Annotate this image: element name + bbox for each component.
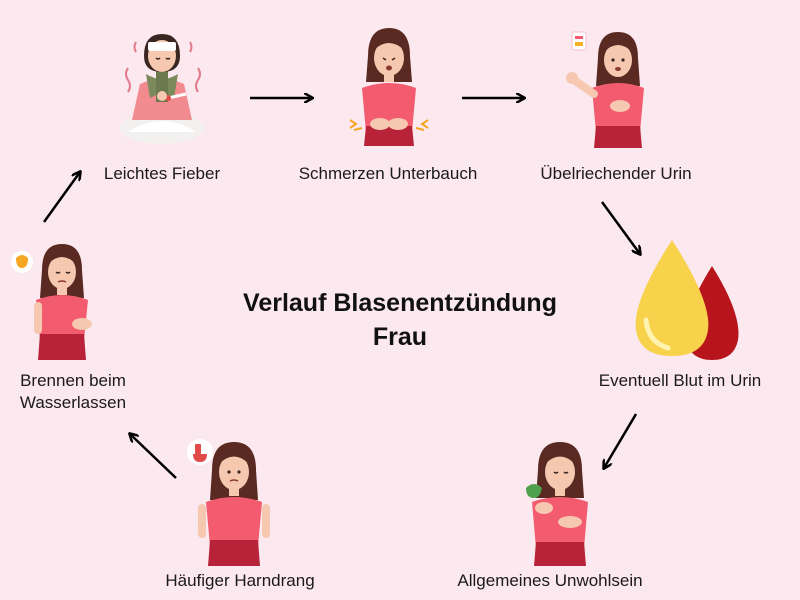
step-label-burning-line2: Wasserlassen <box>19 393 127 412</box>
arrow-urge-to-burning <box>130 434 177 479</box>
fever-woman-thermometer-icon <box>120 34 204 144</box>
step-label-urine-smell: Übelriechender Urin <box>540 164 692 183</box>
woman-toilet-urge-icon <box>187 439 270 566</box>
step-label-blood: Eventuell Blut im Urin <box>598 371 762 390</box>
arrow-burning-to-fever <box>42 172 80 223</box>
arrow-urine-to-blood <box>600 201 640 254</box>
step-label-pain: Schmerzen Unterbauch <box>298 164 478 183</box>
woman-burning-bladder-icon <box>11 244 92 360</box>
step-label-fever: Leichtes Fieber <box>103 164 221 183</box>
title-line1: Verlauf Blasenentzündung <box>243 289 557 317</box>
woman-nausea-icon <box>526 442 588 566</box>
arrow-blood-to-unwell <box>604 413 638 468</box>
step-label-urge: Häufiger Harndrang <box>165 571 315 590</box>
title-line2: Frau <box>372 323 428 351</box>
woman-abdominal-pain-icon <box>349 28 429 146</box>
step-label-burning: Brennen beim Wasserlassen <box>0 370 146 414</box>
step-label-malaise: Allgemeines Unwohlsein <box>457 571 643 590</box>
diagram-title: Verlauf Blasenentzündung Frau <box>200 286 600 354</box>
step-label-burning-line1: Brennen beim <box>20 371 126 390</box>
woman-bad-smell-icon <box>566 31 644 148</box>
urine-and-blood-drops-icon <box>635 240 739 360</box>
